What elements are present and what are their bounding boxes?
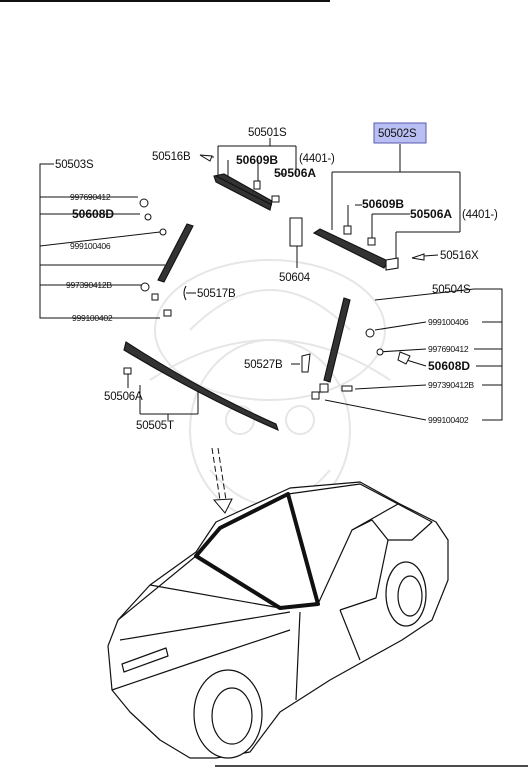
label-997390412b-right[interactable]: 997390412B <box>428 380 475 390</box>
clip-50609b-left[interactable] <box>253 180 261 190</box>
clip-999100406-left[interactable] <box>159 228 167 236</box>
label-50608d-left[interactable]: 50608D <box>72 207 114 221</box>
label-50608d-right[interactable]: 50608D <box>428 359 470 373</box>
clip-50506a-top[interactable] <box>271 195 280 203</box>
label-50527b[interactable]: 50527B <box>244 359 283 371</box>
clip-50517b[interactable] <box>183 285 187 301</box>
arrow-to-car <box>211 447 233 514</box>
label-50505t[interactable]: 50505T <box>136 420 174 432</box>
windshield-glass[interactable] <box>194 492 320 610</box>
clip-50608d-right[interactable] <box>397 351 411 365</box>
label-50506a-left[interactable]: 50506A <box>274 166 316 180</box>
car-illustration <box>107 481 449 759</box>
label-4401-right: (4401-) <box>462 209 498 221</box>
clip-999100402-right-2[interactable] <box>311 391 320 400</box>
label-50506a-right[interactable]: 50506A <box>410 207 452 221</box>
label-50504s[interactable]: 50504S <box>432 284 471 296</box>
clip-999100406-right[interactable] <box>365 328 375 338</box>
moulding-highlight-left <box>215 175 273 206</box>
screw-997390412b-right[interactable] <box>341 385 353 392</box>
clip-50527b[interactable] <box>301 353 311 373</box>
clip-50609b-right[interactable] <box>343 225 352 235</box>
label-999100402-right[interactable]: 999100402 <box>428 415 469 425</box>
clip-50506a-bottom[interactable] <box>123 367 132 375</box>
label-50517b[interactable]: 50517B <box>197 288 236 300</box>
clip-999100402-left[interactable] <box>151 293 159 301</box>
pillar-moulding-left[interactable] <box>157 223 194 283</box>
clip-50506a-right[interactable] <box>367 237 376 246</box>
label-50609b-left[interactable]: 50609B <box>236 153 278 167</box>
label-50502s[interactable]: 50502S <box>378 128 417 140</box>
bracket-50604[interactable] <box>289 217 303 247</box>
labels: 50502S 50501S 50516B 50609B 50506A (4401… <box>55 122 498 432</box>
label-999100402-left[interactable]: 999100402 <box>72 313 113 323</box>
clip-999100402-lower-left[interactable] <box>163 309 172 317</box>
label-50506a-bottom[interactable]: 50506A <box>104 391 143 403</box>
group-50501s <box>208 138 297 186</box>
highlight-box-50502s <box>373 122 427 144</box>
label-997390412b-left[interactable]: 997390412B <box>66 280 113 290</box>
group-50504s <box>324 288 503 421</box>
screw-997690412-left[interactable] <box>139 198 149 208</box>
clip-50608d-left[interactable] <box>144 213 152 221</box>
roof-drip-moulding-right[interactable] <box>312 228 389 269</box>
label-999100406-left[interactable]: 999100406 <box>70 241 111 251</box>
label-50503s[interactable]: 50503S <box>55 159 94 171</box>
screw-997390412b-left[interactable] <box>140 282 150 292</box>
label-50516b[interactable]: 50516B <box>152 151 191 163</box>
group-50502s <box>331 144 461 262</box>
label-4401-left: (4401-) <box>299 153 335 165</box>
label-50501s[interactable]: 50501S <box>248 127 287 139</box>
label-50604[interactable]: 50604 <box>279 272 311 284</box>
label-50516x[interactable]: 50516X <box>440 250 479 262</box>
clip-999100402-right[interactable] <box>319 383 329 393</box>
group-50503s <box>39 163 165 319</box>
leaders-misc <box>127 246 300 420</box>
pillar-moulding-right[interactable] <box>323 297 351 383</box>
label-997690412-right[interactable]: 997690412 <box>428 344 469 354</box>
clip-50516x[interactable] <box>411 253 425 261</box>
clip-50516b[interactable] <box>199 154 213 162</box>
label-50609b-right[interactable]: 50609B <box>362 197 404 211</box>
fasteners <box>123 154 425 400</box>
label-997690412-left[interactable]: 997690412 <box>70 192 111 202</box>
moulding-end-cap-right[interactable] <box>385 257 399 271</box>
label-999100406-right[interactable]: 999100406 <box>428 317 469 327</box>
screw-997690412-right[interactable] <box>376 348 384 356</box>
windshield-moulding-lower[interactable] <box>123 341 279 431</box>
